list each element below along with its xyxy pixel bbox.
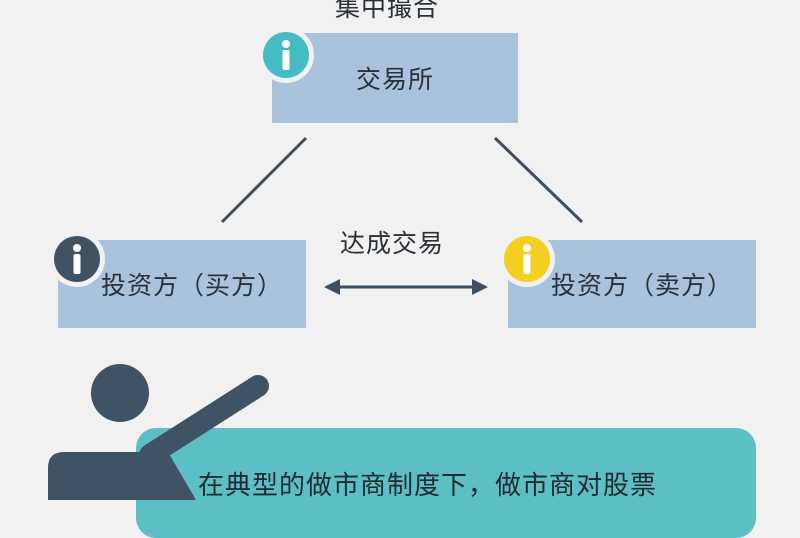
info-icon	[523, 244, 531, 274]
seller-info-badge	[499, 231, 555, 287]
buyer-label: 投资方（买方）	[100, 271, 283, 300]
presenter-icon	[48, 364, 269, 500]
left-connector-line	[220, 136, 308, 224]
banner-text: 在典型的做市商制度下，做市商对股票	[198, 471, 658, 501]
deal-label: 达成交易	[340, 229, 445, 258]
seller-box: 投资方（卖方）	[508, 240, 756, 328]
right-connector-line	[493, 136, 584, 224]
connector-lines	[220, 136, 584, 295]
exchange-info-badge	[258, 27, 314, 83]
top-label: 集中撮合	[335, 0, 440, 22]
double-arrow-icon	[324, 279, 488, 295]
info-icon	[282, 40, 290, 70]
seller-label: 投资方（卖方）	[550, 271, 733, 300]
exchange-label: 交易所	[355, 65, 434, 94]
buyer-info-badge	[49, 231, 105, 287]
info-icon	[73, 244, 81, 274]
